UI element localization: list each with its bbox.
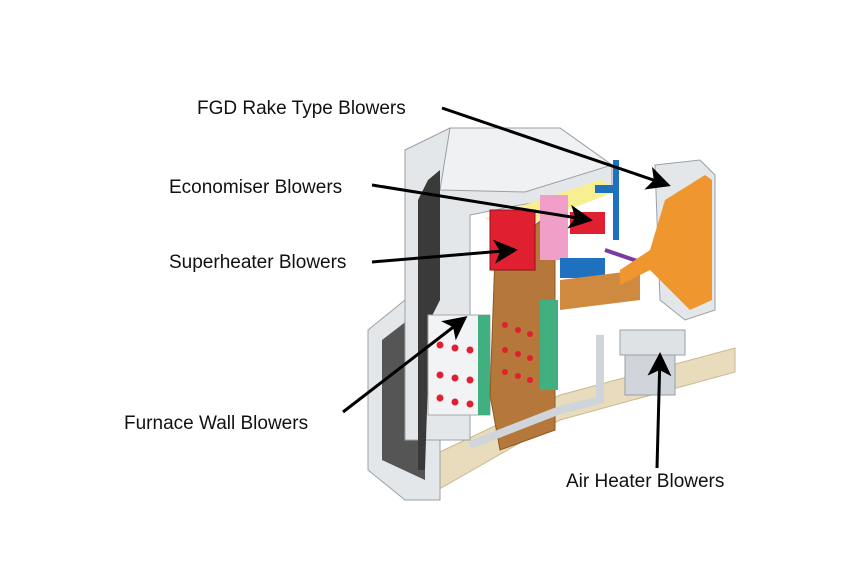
reheater-bank [540,195,568,260]
furnace-ports [502,322,533,383]
flue-orange [620,175,712,310]
burner-ports [436,341,474,408]
label-economiser-blowers: Economiser Blowers [169,177,343,198]
purple-pipe [604,248,641,264]
fgd-arrow [441,106,671,190]
rake-pipe [613,160,619,240]
economiser-bank [560,258,605,278]
economiser-arrow [371,183,593,229]
air-duct [468,335,604,449]
furnace-wall-arrow [342,316,468,414]
blue-header [595,185,613,193]
burner-panel-side [478,315,490,415]
air-heater-arrow [647,352,672,469]
boiler-roof [439,127,614,193]
superheater-bank [489,209,536,271]
economiser-red [570,212,605,234]
label-superheater-blowers: Superheater Blowers [169,252,347,273]
superheater-arrow [371,239,518,264]
label-furnace-wall-blowers: Furnace Wall Blowers [124,413,309,434]
air-heater [619,329,686,356]
air-heater-fans [624,354,676,396]
label-fgd-rake-type-blowers: FGD Rake Type Blowers [197,98,406,119]
label-air-heater-blowers: Air Heater Blowers [566,471,725,492]
furnace-green-panel [540,300,558,390]
